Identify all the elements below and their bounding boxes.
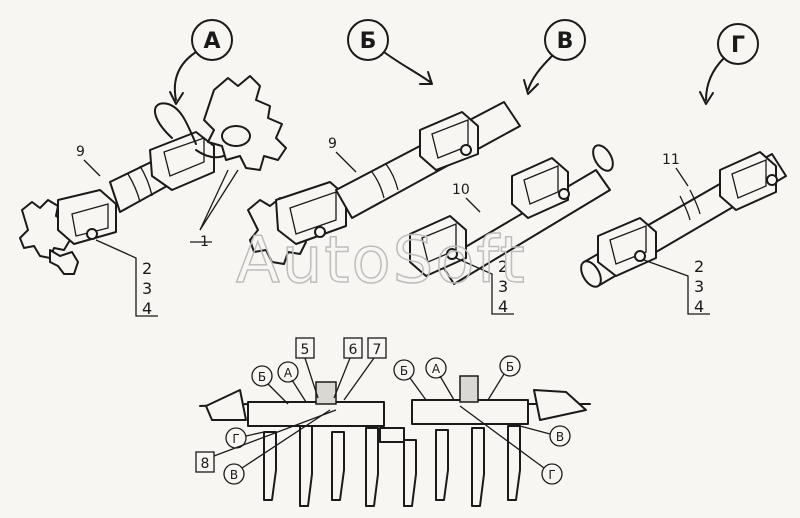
clevis-g-upper bbox=[719, 151, 777, 211]
svg-text:В: В bbox=[230, 468, 238, 482]
stack-b-item-1: 2 bbox=[498, 257, 508, 276]
tine bbox=[263, 431, 277, 501]
clevis-bracket-left bbox=[57, 189, 117, 245]
stack-c-item-2: 3 bbox=[694, 277, 704, 296]
star-knob-left bbox=[19, 199, 71, 259]
beam-right bbox=[411, 399, 529, 425]
callout-9-b: 9 bbox=[328, 136, 337, 152]
assembly-v bbox=[409, 144, 614, 285]
view-marker-g: Г bbox=[699, 23, 759, 105]
stack-a-item-1: 2 bbox=[142, 259, 152, 278]
svg-text:Б: Б bbox=[400, 364, 408, 378]
plan-letter-left-a: А bbox=[277, 361, 307, 403]
clevis-b-upper bbox=[419, 111, 479, 171]
assembly-g bbox=[580, 151, 787, 288]
callout-stack-a: 2 3 4 bbox=[95, 239, 158, 318]
view-label-v: В bbox=[557, 29, 574, 54]
assembly-a bbox=[19, 75, 287, 275]
beam-left bbox=[247, 401, 385, 427]
plan-box-5-label: 5 bbox=[301, 342, 310, 358]
svg-text:Г: Г bbox=[232, 432, 239, 446]
plan-letter-left-g: Г bbox=[225, 427, 265, 449]
plan-view: 5 6 7 8 Б А Г bbox=[195, 337, 591, 507]
svg-text:Б: Б bbox=[506, 360, 514, 374]
stack-c-item-1: 2 bbox=[694, 257, 704, 276]
knob-lobe bbox=[49, 249, 79, 275]
watermark: AutoSoft bbox=[236, 224, 527, 298]
svg-text:А: А bbox=[432, 362, 441, 376]
clevis-v-upper bbox=[511, 157, 569, 219]
stack-a-item-2: 3 bbox=[142, 279, 152, 298]
tines bbox=[263, 425, 521, 507]
plan-box-7: 7 bbox=[343, 337, 387, 401]
bolt-g-upper bbox=[766, 174, 778, 186]
svg-text:В: В bbox=[556, 430, 564, 444]
plan-box-7-label: 7 bbox=[373, 342, 382, 358]
view-label-a: А bbox=[203, 29, 220, 54]
top-fitting-left bbox=[315, 381, 337, 405]
stack-b-item-2: 3 bbox=[498, 277, 508, 296]
bolt-v-upper bbox=[558, 188, 570, 200]
bolt-v-lower bbox=[446, 248, 458, 260]
clamp-box-a bbox=[149, 131, 215, 191]
clevis-b-left bbox=[275, 181, 347, 245]
knob-hub bbox=[221, 125, 251, 147]
callout-10: 10 bbox=[452, 182, 470, 198]
plan-letter-right-b2: Б bbox=[487, 355, 521, 401]
tine bbox=[403, 439, 417, 507]
wing-left bbox=[205, 389, 247, 421]
plan-letter-right-g: Г bbox=[459, 405, 563, 485]
plan-box-6-label: 6 bbox=[349, 342, 358, 358]
svg-text:Г: Г bbox=[548, 468, 555, 482]
plan-letter-left-b: Б bbox=[251, 365, 289, 405]
wing-right bbox=[533, 389, 587, 421]
assembly-b bbox=[247, 101, 521, 265]
stack-b-item-3: 4 bbox=[498, 297, 508, 316]
callout-9-a: 9 bbox=[76, 144, 85, 160]
tine bbox=[299, 425, 313, 507]
hitch bbox=[379, 427, 405, 443]
plan-letter-right-v: В bbox=[519, 425, 571, 447]
svg-text:А: А bbox=[284, 366, 293, 380]
bolt-g-lower bbox=[634, 250, 646, 262]
star-knob-right bbox=[203, 75, 287, 171]
view-label-g: Г bbox=[731, 33, 745, 58]
tine bbox=[471, 427, 485, 507]
stack-c-item-3: 4 bbox=[694, 297, 704, 316]
plan-box-8-label: 8 bbox=[201, 456, 210, 472]
clevis-v-lower bbox=[409, 215, 467, 277]
tine bbox=[331, 431, 345, 501]
view-label-b: Б bbox=[360, 29, 377, 54]
stack-a-item-3: 4 bbox=[142, 299, 152, 318]
bolt-b bbox=[314, 226, 326, 238]
callout-11: 11 bbox=[662, 152, 680, 168]
plan-box-5: 5 bbox=[295, 337, 319, 399]
bolt-left bbox=[86, 228, 98, 240]
plan-box-6: 6 bbox=[333, 337, 363, 399]
tine bbox=[365, 427, 379, 507]
plan-letter-right-a: А bbox=[425, 357, 455, 401]
bolt-b-upper bbox=[460, 144, 472, 156]
plan-letter-right-b1: Б bbox=[393, 359, 427, 401]
callout-stack-c: 2 3 4 bbox=[643, 257, 710, 316]
callout-stack-b: 2 3 4 bbox=[455, 257, 514, 316]
view-marker-v: В bbox=[523, 19, 586, 95]
clevis-g-lower bbox=[597, 217, 657, 277]
callouts-upper: 9 1 2 3 4 9 10 2 3 4 11 2 3 4 bbox=[76, 136, 710, 318]
plan-letter-left-v: В bbox=[223, 409, 331, 485]
view-marker-b: Б bbox=[347, 19, 433, 85]
top-fitting-right bbox=[459, 375, 479, 403]
view-marker-a: А bbox=[169, 19, 233, 105]
tine bbox=[435, 429, 449, 501]
tine bbox=[507, 425, 521, 501]
svg-text:Б: Б bbox=[258, 370, 266, 384]
